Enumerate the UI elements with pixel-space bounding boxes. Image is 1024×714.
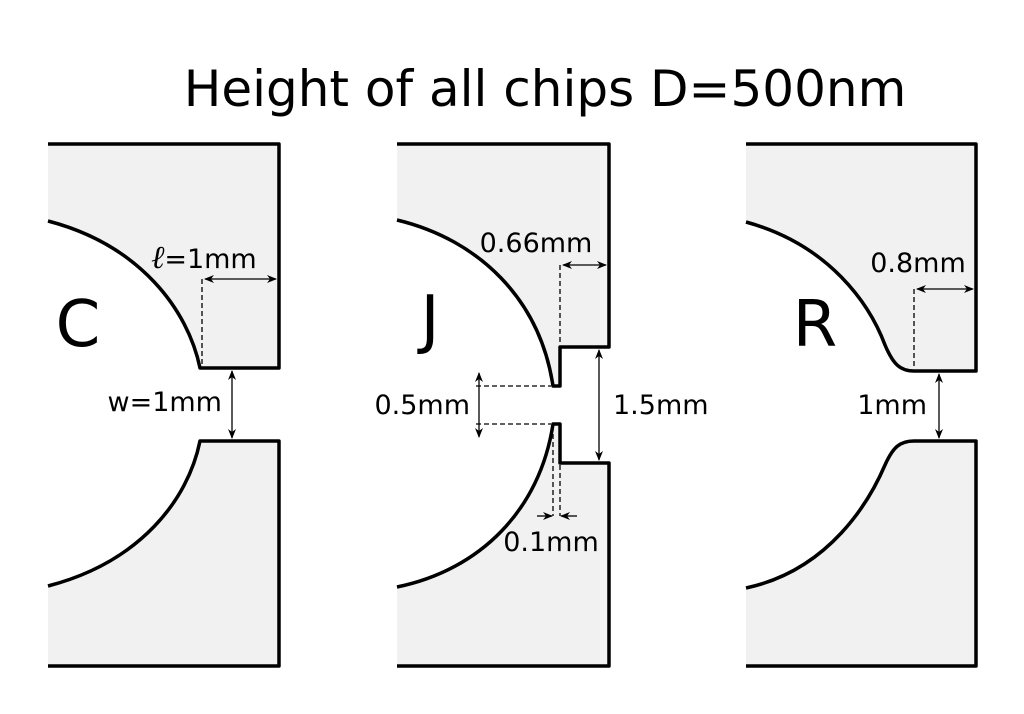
chip-r-width-label: 1mm xyxy=(857,390,927,421)
chip-r-body xyxy=(746,144,976,666)
chip-c-upper-body xyxy=(48,144,279,368)
chip-j-letter: J xyxy=(417,283,440,357)
chip-c-width-label: w=1mm xyxy=(108,387,223,418)
chip-c-upper-outline xyxy=(47,142,281,370)
chip-j-lower-outline xyxy=(396,422,611,668)
chip-r-length-label: 0.8mm xyxy=(870,248,966,279)
chip-c-length-value: =1mm xyxy=(164,244,256,275)
chip-j-upper-outline xyxy=(396,142,611,388)
chip-j-length-label: 0.66mm xyxy=(480,228,593,259)
chip-r-upper-outline xyxy=(745,142,978,373)
chip-j-neck-label: 0.5mm xyxy=(374,390,470,421)
page-title: Height of all chips D=500nm xyxy=(184,60,907,118)
chip-c: C ℓ=1mm w=1mm xyxy=(47,142,281,668)
chip-r: R 0.8mm 1mm xyxy=(745,142,978,668)
chip-c-length-label: ℓ=1mm xyxy=(151,238,257,276)
chip-j-body xyxy=(397,144,609,666)
chip-c-lower-outline xyxy=(47,439,281,668)
chip-r-lower-outline xyxy=(745,439,978,668)
chip-j-step-label: 0.1mm xyxy=(503,527,599,558)
chip-j: J 0.66mm 0.5mm 1.5mm 0.1mm xyxy=(374,142,709,668)
chip-c-letter: C xyxy=(56,288,101,362)
chip-r-letter: R xyxy=(793,288,837,362)
chip-c-lower-body xyxy=(48,441,279,666)
chip-j-wide-label: 1.5mm xyxy=(613,390,709,421)
chip-c-length-symbol: ℓ xyxy=(151,238,165,276)
